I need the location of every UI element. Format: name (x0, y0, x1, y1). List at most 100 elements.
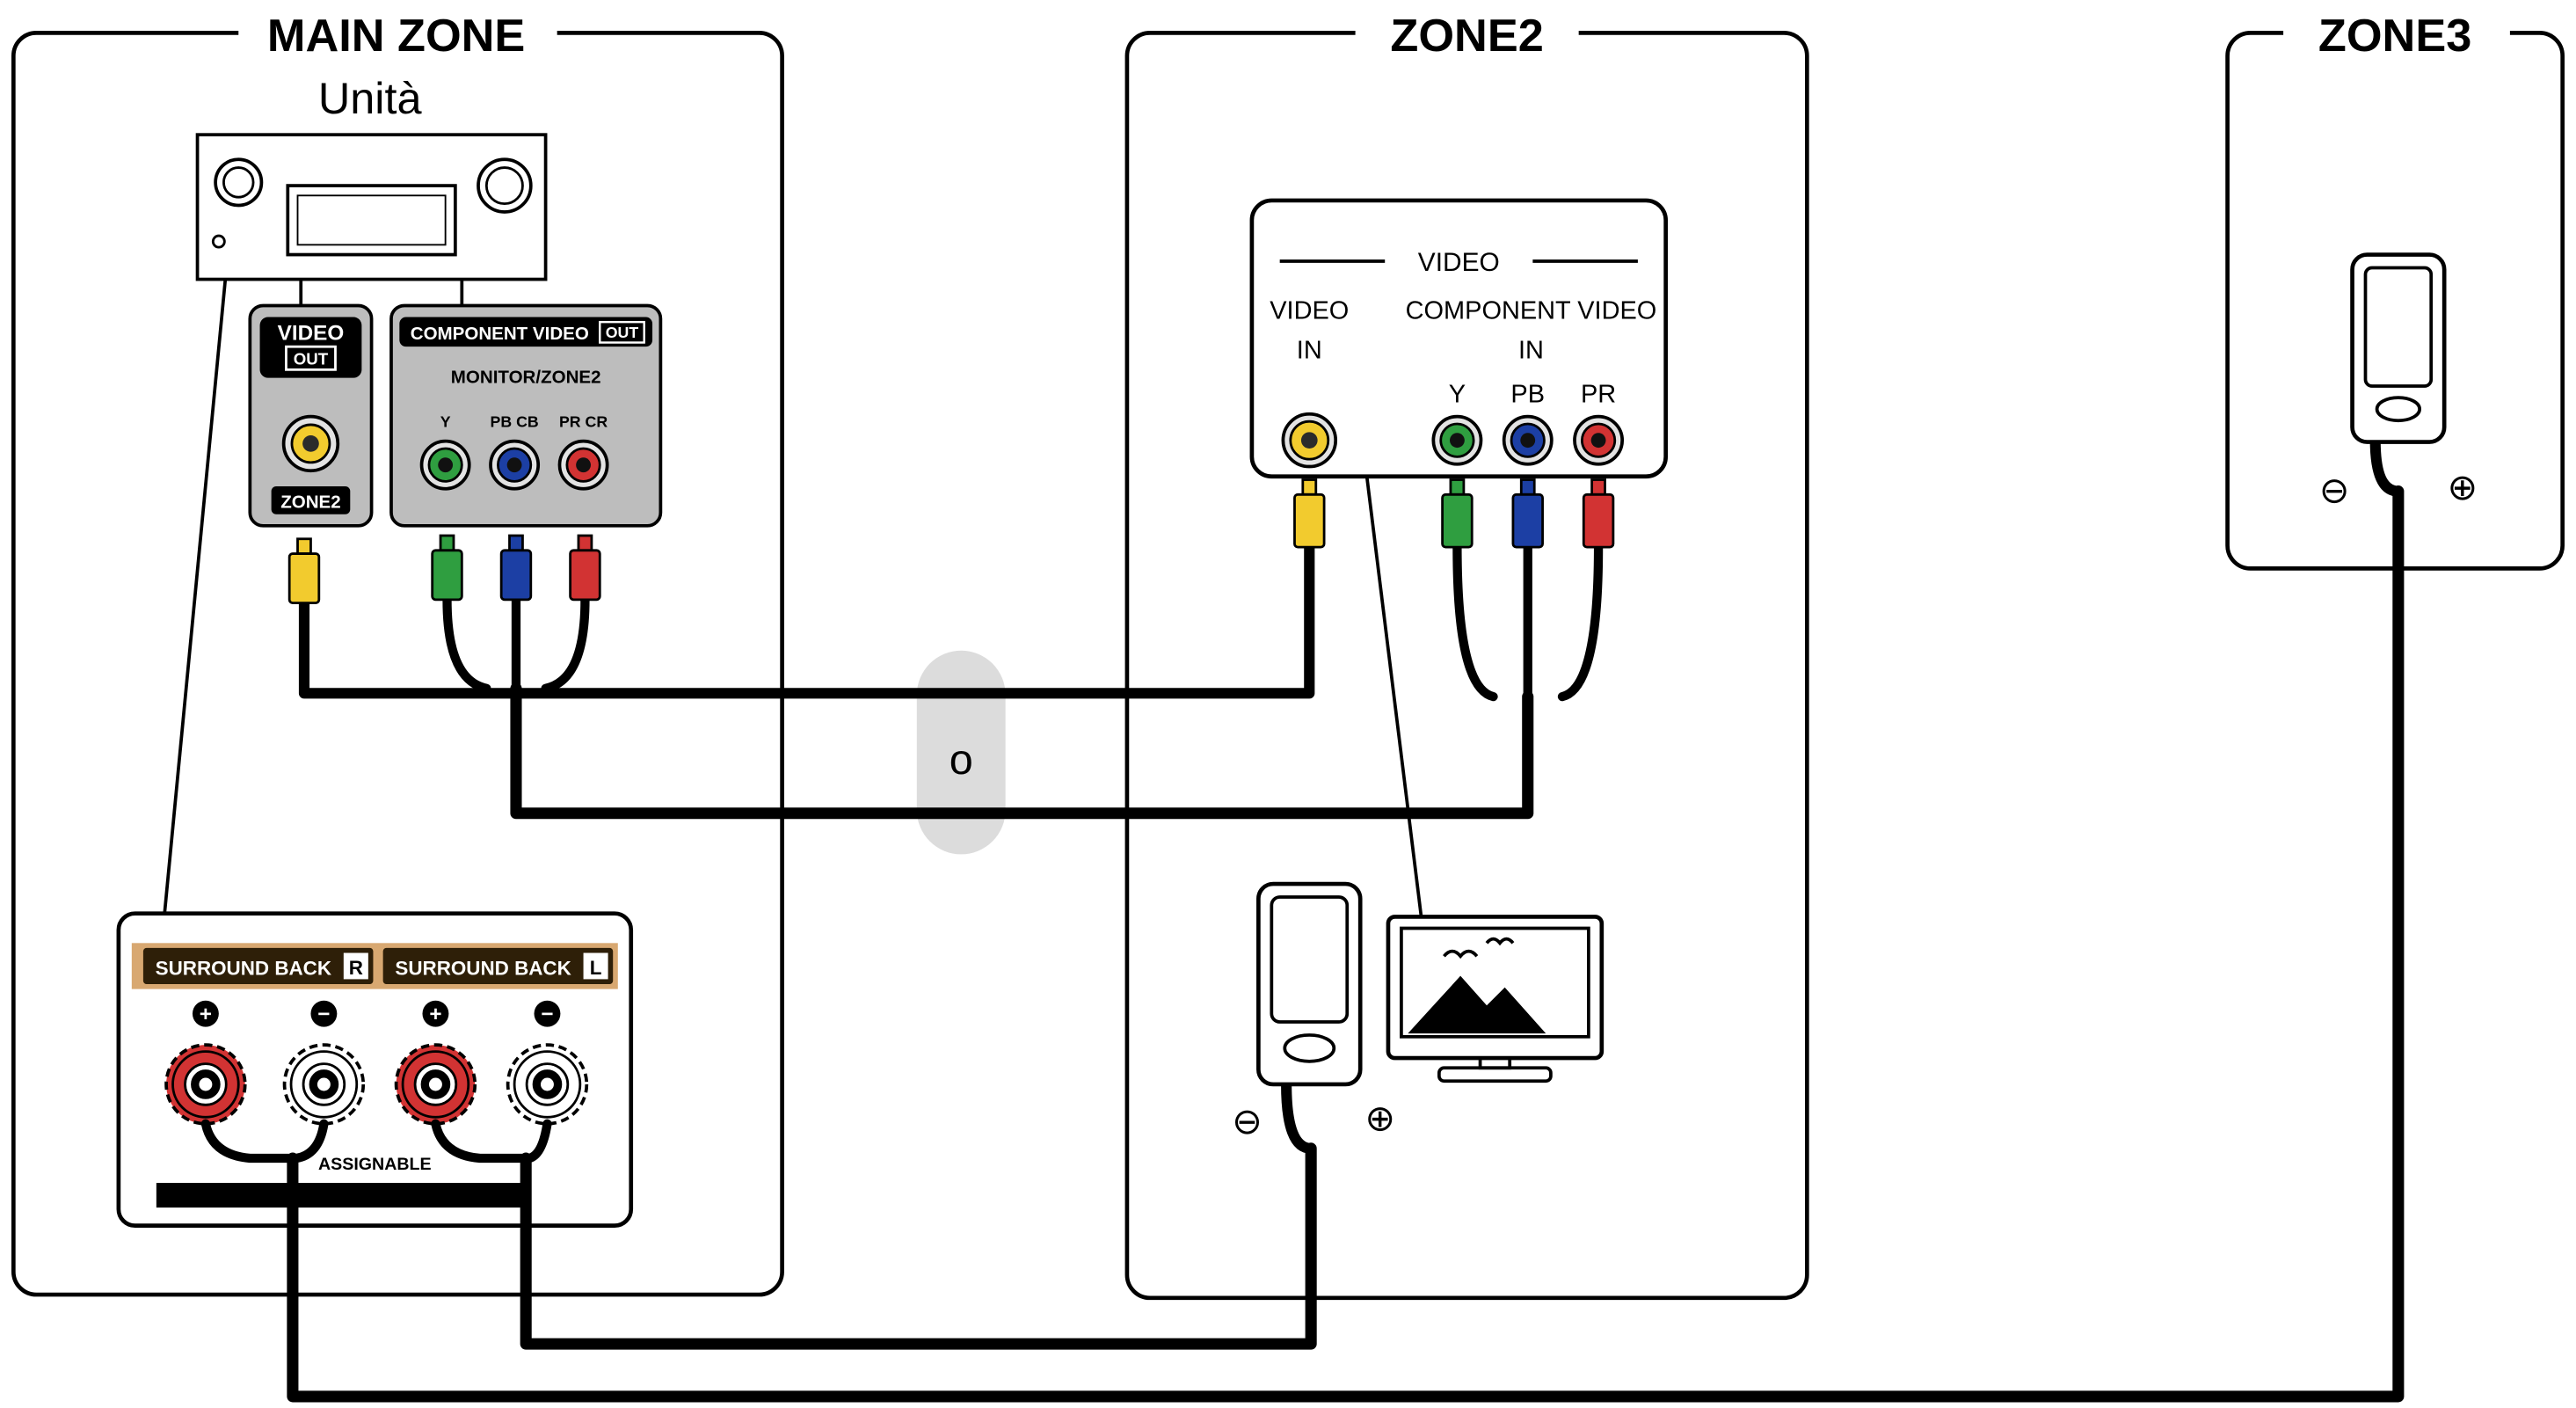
tv-bird-2 (1485, 937, 1515, 946)
circled-minus-icon: ⊖ (1232, 1101, 1262, 1142)
component-in-jack-green (1431, 414, 1483, 466)
channel-l-box (583, 952, 608, 980)
jack-label-y: Y (440, 413, 451, 431)
video-out-panel: VIDEO OUT ZONE2 (248, 303, 374, 528)
surround-back-r-chip (142, 947, 374, 985)
speaker-wire-to-zone2 (520, 1142, 1317, 1350)
tv-base (1437, 1066, 1553, 1083)
channel-l: L (590, 957, 602, 979)
video-out-jack-yellow (281, 414, 340, 473)
or-connector (916, 650, 1006, 855)
jack-label-y: Y (1449, 381, 1466, 409)
rca-plug-green-main (431, 534, 463, 602)
surround-back-l-label: SURROUND BACK (395, 958, 571, 980)
assignable-label: ASSIGNABLE (318, 1155, 432, 1174)
video-in-label-2: IN (1297, 336, 1322, 364)
rca-plug-green-zone2 (1441, 478, 1474, 549)
jack-center (302, 435, 319, 452)
receiver-body (195, 133, 548, 281)
surround-panel-bg (116, 911, 634, 1228)
component-cable-trunk (510, 682, 1534, 820)
speaker-wire-l-plus (431, 1119, 531, 1164)
receiver-display-inner (296, 194, 447, 246)
receiver-display (286, 184, 457, 257)
receiver-left-knob-inner (222, 166, 255, 199)
speaker-wire-r-minus (291, 1119, 329, 1164)
surround-back-l-chip (382, 947, 614, 985)
video-in-jack-yellow (1281, 412, 1338, 469)
speaker-wire-r-plus (200, 1119, 298, 1164)
rca-plug-blue-zone2 (1511, 478, 1544, 549)
component-out-badge-box (599, 320, 645, 344)
jack-center (576, 457, 591, 473)
component-in-jack-red (1573, 414, 1625, 466)
leader-line-surround-panel (163, 279, 228, 914)
zone2-video-header: VIDEO (1418, 248, 1500, 277)
zone2-title: ZONE2 (1390, 11, 1543, 62)
component-out-jack-red (557, 439, 609, 491)
av-receiver-icon (195, 133, 548, 281)
panel-bottom-bar (156, 1183, 521, 1208)
minus-icon: − (534, 1000, 561, 1027)
circled-minus-icon: ⊖ (2319, 471, 2349, 511)
main-zone-title: MAIN ZONE (267, 11, 525, 62)
receiver-right-knob-inner (484, 166, 524, 206)
jack-label-pr: PR CR (559, 413, 608, 431)
zone2-title-mask (1355, 6, 1579, 60)
circled-plus-icon: ⊕ (2448, 467, 2478, 507)
component-label: COMPONENT VIDEO (411, 324, 589, 344)
rca-plug-red-main (569, 534, 601, 602)
zone3-title: ZONE3 (2318, 11, 2471, 62)
plus-icon: + (422, 1000, 449, 1027)
or-capsule (916, 650, 1006, 855)
component-out-jack-green (419, 439, 471, 491)
zone2-video-panel-bg (1249, 198, 1669, 479)
component-out-badge: OUT (606, 324, 639, 341)
or-label: o (950, 736, 973, 784)
surround-back-panel: SURROUND BACK R SURROUND BACK L + − + − (116, 911, 634, 1228)
binding-post-red-r (164, 1043, 247, 1126)
svg-text:−: − (317, 1003, 330, 1026)
component-out-jack-blue (489, 439, 541, 491)
zone2-badge-chip (271, 485, 351, 514)
svg-text:+: + (429, 1003, 441, 1026)
minus-icon: − (310, 1000, 338, 1027)
plus-icon: + (192, 1000, 219, 1027)
video-rca-cable (298, 542, 1315, 699)
rca-plug-yellow-zone2 (1293, 478, 1326, 549)
zone2-badge: ZONE2 (280, 492, 340, 512)
receiver-left-knob (214, 157, 264, 208)
unit-label: Unità (318, 73, 423, 123)
component-cable-red-zone2 (1557, 542, 1604, 702)
channel-r-box (343, 952, 368, 980)
jack-center (438, 457, 454, 473)
zone2-speaker-hook (1281, 1078, 1317, 1154)
zone3-speaker-hook (2369, 434, 2404, 497)
component-cable-red-main (541, 595, 590, 693)
speaker-wire-to-zone3 (287, 485, 2405, 1403)
rca-plug-red-zone2 (1582, 478, 1615, 549)
zone2-video-panel: VIDEO VIDEO IN COMPONENT VIDEO IN Y PB P… (1249, 198, 1669, 479)
jack-label-pr: PR (1581, 381, 1616, 409)
channel-r: R (349, 957, 363, 979)
jack-label-pb: PB CB (491, 413, 539, 431)
binding-post-white-r (282, 1043, 366, 1126)
jack-center (506, 457, 522, 473)
monitor-zone2-label: MONITOR/ZONE2 (451, 367, 601, 387)
video-out-label: VIDEO (278, 322, 345, 346)
binding-post-white-l (506, 1043, 589, 1126)
video-out-badge: OUT (294, 350, 329, 368)
receiver-right-knob (477, 157, 533, 214)
jack-label-pb: PB (1510, 381, 1545, 409)
video-out-badge-box (285, 345, 337, 371)
binding-post-red-l (394, 1043, 477, 1126)
cables (200, 434, 2405, 1403)
video-in-label-1: VIDEO (1270, 296, 1349, 325)
component-in-jack-blue (1502, 414, 1554, 466)
tv-bird-1 (1443, 949, 1479, 959)
main-zone-title-mask (238, 6, 557, 60)
tv-mountains (1408, 975, 1546, 1034)
surround-back-r-label: SURROUND BACK (156, 958, 331, 980)
